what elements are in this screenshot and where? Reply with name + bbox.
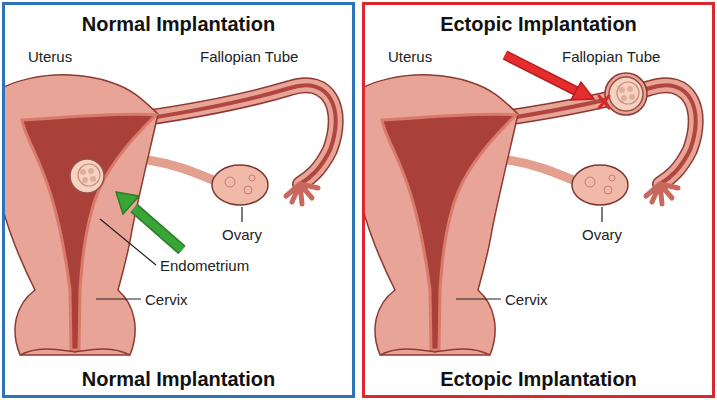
part-label: Ovary	[582, 226, 622, 243]
panel-caption: Ectopic Implantation	[365, 368, 712, 391]
part-label: Cervix	[505, 291, 548, 308]
part-label: Cervix	[145, 291, 188, 308]
part-label: Endometrium	[160, 257, 249, 274]
panel-title: Ectopic Implantation	[365, 13, 712, 36]
panel-caption: Normal Implantation	[5, 368, 352, 391]
part-label: Ovary	[222, 226, 262, 243]
part-label: Fallopian Tube	[200, 48, 298, 65]
part-label: Uterus	[28, 48, 72, 65]
part-label: Uterus	[388, 48, 432, 65]
panel-title: Normal Implantation	[5, 13, 352, 36]
part-label: Fallopian Tube	[562, 48, 660, 65]
